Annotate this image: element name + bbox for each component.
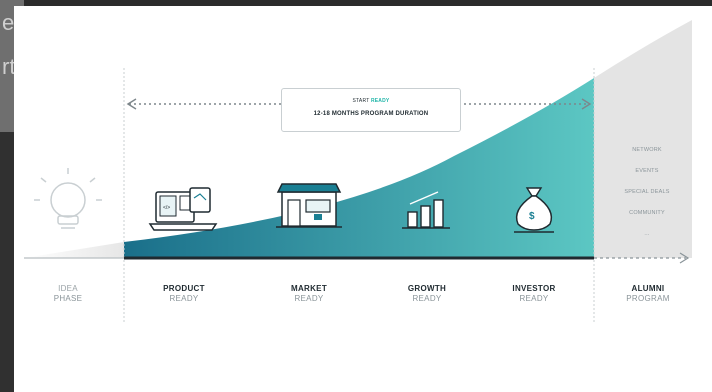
alumni-item-more: ...: [644, 231, 650, 237]
stage-idea-subtitle: PHASE: [53, 294, 83, 303]
stage-investor-title: INVESTOR: [512, 284, 556, 293]
program-duration-label: 12-18 MONTHS PROGRAM DURATION: [313, 111, 429, 117]
alumni-growth-area: [594, 20, 692, 258]
lightbulb-icon: [34, 168, 102, 229]
logo-text-a: START: [352, 98, 370, 104]
logo-text-b: READY: [370, 98, 390, 104]
stage-alumni-title: ALUMNI: [631, 284, 665, 293]
alumni-benefits-list: NETWORK EVENTS SPECIAL DEALS COMMUNITY .…: [608, 140, 686, 245]
program-logo: START READY: [282, 98, 460, 104]
background-text-1: e: [2, 10, 15, 35]
storefront-icon: [276, 183, 342, 228]
alumni-item-community: COMMUNITY: [629, 210, 665, 216]
duration-arrow-right-head: [581, 98, 592, 110]
timeline-arrow-head: [679, 252, 690, 264]
background-text-2: rt: [2, 54, 16, 79]
stage-growth-label: GROWTH READY: [372, 284, 482, 304]
gray-growth-area: [24, 242, 124, 258]
stage-growth-title: GROWTH: [407, 284, 447, 293]
laptop-app-icon: </>: [148, 187, 218, 231]
alumni-item-special-deals: SPECIAL DEALS: [624, 189, 670, 195]
program-diagram-card: </> $: [14, 6, 712, 392]
alumni-item-network: NETWORK: [632, 147, 662, 153]
alumni-item-events: EVENTS: [635, 168, 659, 174]
stage-product-title: PRODUCT: [163, 284, 205, 293]
stage-investor-label: INVESTOR READY: [479, 284, 589, 304]
teal-growth-area: [124, 78, 594, 258]
bar-growth-icon: [402, 191, 450, 229]
stage-market-label: MARKET READY: [254, 284, 364, 304]
stage-investor-subtitle: READY: [519, 294, 549, 303]
stage-alumni-subtitle: PROGRAM: [626, 294, 670, 303]
program-diagram: </> $: [24, 20, 692, 324]
stage-alumni-label: ALUMNI PROGRAM: [593, 284, 703, 304]
duration-arrow-left-head: [126, 98, 137, 110]
money-bag-icon: $: [514, 187, 554, 233]
program-duration-box: START READY 12-18 MONTHS PROGRAM DURATIO…: [281, 88, 461, 132]
stage-product-label: PRODUCT READY: [129, 284, 239, 304]
stage-market-title: MARKET: [290, 284, 328, 293]
stage-growth-subtitle: READY: [412, 294, 442, 303]
stage-market-subtitle: READY: [294, 294, 324, 303]
svg-text:$: $: [529, 211, 535, 222]
stage-product-subtitle: READY: [169, 294, 199, 303]
stage-idea-label: IDEA PHASE: [13, 284, 123, 304]
svg-text:</>: </>: [163, 205, 170, 211]
stage-idea-title: IDEA: [58, 284, 78, 293]
